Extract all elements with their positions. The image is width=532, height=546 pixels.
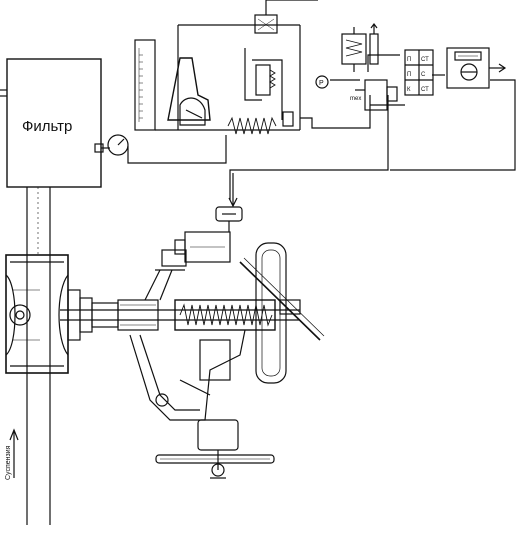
spring-housing: [174, 299, 276, 331]
cylinder-gauge: [215, 206, 243, 232]
feedback-linkage: [239, 242, 325, 384]
arrow-down-icon: [228, 197, 238, 208]
filter-box: [0, 58, 102, 188]
handwheel-assembly: [155, 419, 275, 479]
signal-lines: [127, 0, 516, 205]
flow-arrow-icon: [9, 428, 19, 478]
filter-label: Фильтр: [22, 118, 72, 135]
actuator-shaft: [60, 299, 300, 331]
actuator-unit: [446, 47, 507, 89]
relay-label-3: П: [407, 72, 411, 78]
control-panel: [134, 0, 301, 135]
pressure-gauge: [94, 134, 129, 156]
relay-label-1: П: [407, 57, 411, 63]
flow-label: Суспензия: [5, 445, 12, 480]
slurry-pipe: [26, 187, 51, 525]
relay-label-2: СТ: [421, 57, 429, 63]
relay-panel: [404, 49, 434, 96]
relay-label-4: С: [421, 72, 426, 78]
support-bracket: [129, 329, 246, 421]
relay-label-5: К: [407, 87, 411, 93]
valve-body: [5, 254, 119, 374]
transducer-label: mex: [350, 96, 361, 102]
transducer-box: [355, 79, 398, 111]
pneumatic-cylinder: [144, 231, 231, 301]
relay-label-6: СТ: [421, 87, 429, 93]
gauge-p: [315, 75, 329, 89]
gauge-p-label: P: [319, 80, 324, 87]
regulator-element: [341, 23, 379, 72]
